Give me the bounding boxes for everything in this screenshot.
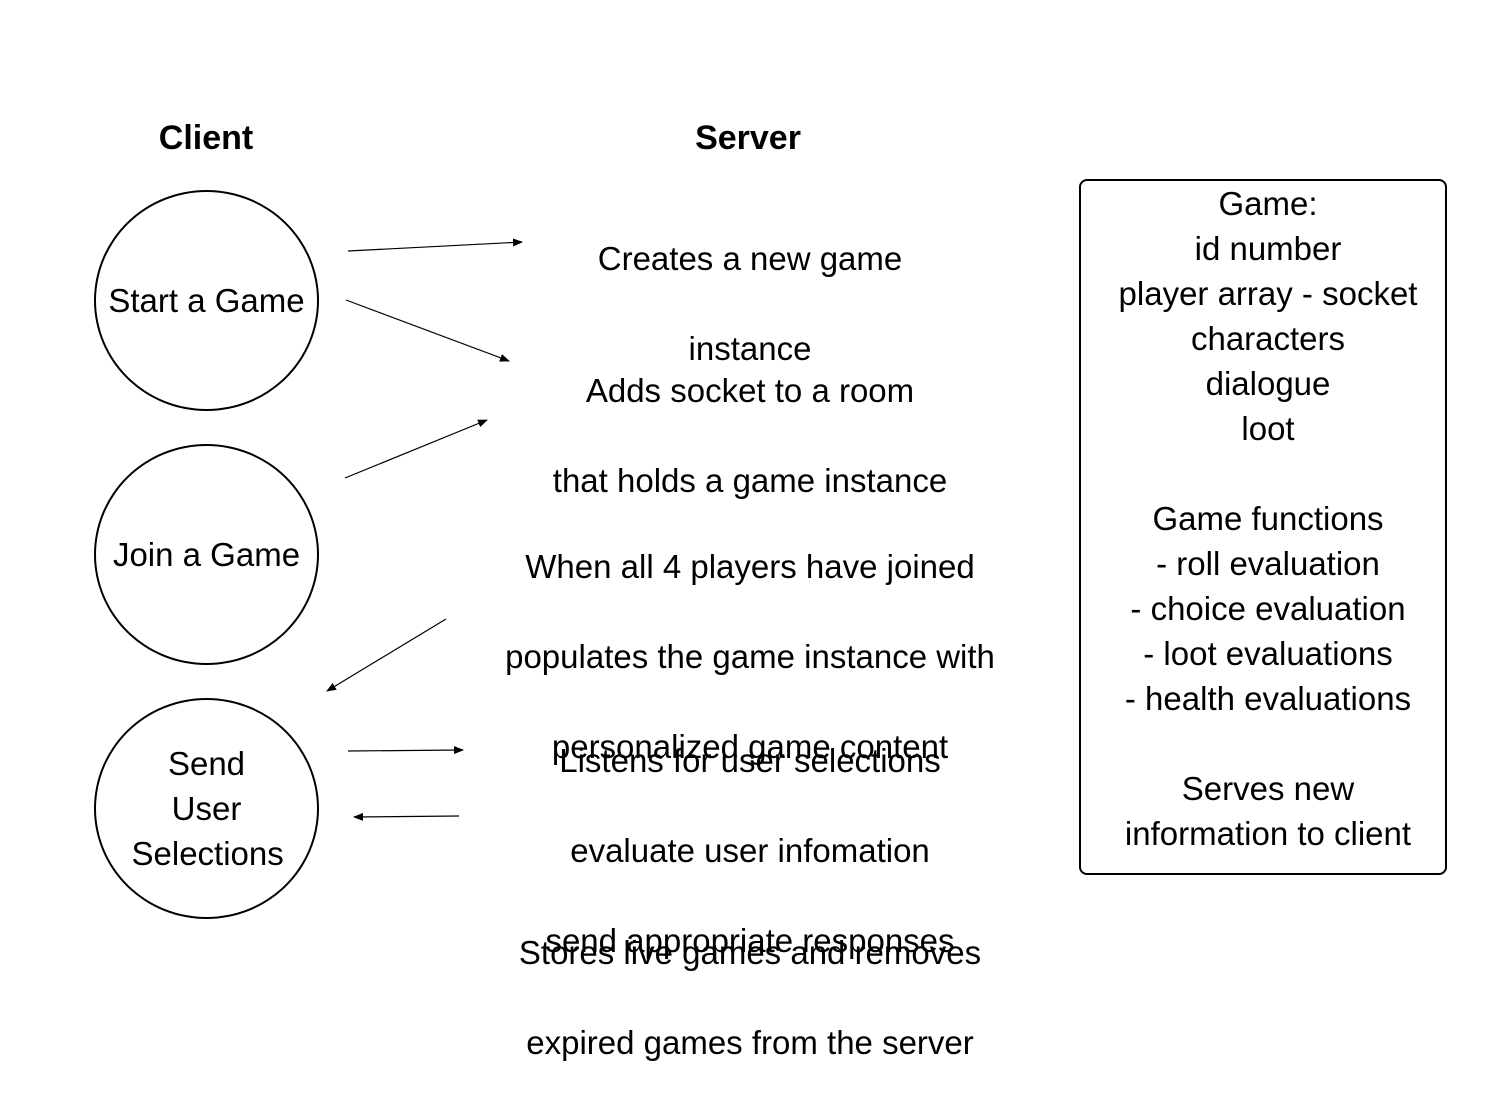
game-function-item: - health evaluations [1124, 680, 1412, 717]
game-function-item: - loot evaluations [1143, 635, 1393, 672]
server-step-line: When all 4 players have joined [525, 548, 975, 585]
server-step-populate-game: When all 4 players have joined populates… [450, 499, 1050, 814]
game-functions-title: Game functions [1152, 500, 1384, 537]
server-step-add-socket: Adds socket to a room that holds a game … [450, 323, 1050, 548]
start-game-node: Start a Game [94, 190, 319, 411]
arrow-send-to-listen [347, 746, 464, 755]
server-step-line: populates the game instance with [505, 638, 995, 675]
server-step-line: evaluate user infomation [570, 832, 930, 869]
server-step-line: Listens for user selections [559, 742, 941, 779]
server-step-line: send appropriate responses [545, 922, 955, 959]
game-property-item: characters [1190, 320, 1346, 357]
game-property-item: loot [1241, 410, 1295, 447]
server-step-line: Stores live games and removes [518, 934, 982, 971]
server-step-store-games: Stores live games and removes expired ga… [450, 885, 1050, 1110]
game-property-item: player array - socket [1118, 275, 1418, 312]
server-heading: Server [695, 119, 801, 157]
game-box-serves: Serves new information to client [1079, 766, 1457, 856]
arrow-populate-to-send [326, 618, 447, 692]
game-function-item: - roll evaluation [1156, 545, 1380, 582]
server-step-line: Creates a new game [597, 240, 903, 277]
server-step-listen-selections: Listens for user selections evaluate use… [450, 693, 1050, 1008]
arrow-listen-to-send [353, 812, 460, 821]
join-game-label: Join a Game [112, 536, 301, 573]
game-box-title: Game: [1218, 185, 1318, 222]
start-game-label: Start a Game [108, 282, 305, 319]
game-box-properties: Game: id number player array - socket ch… [1079, 181, 1457, 451]
game-function-item: - choice evaluation [1130, 590, 1406, 627]
client-heading: Client [158, 119, 254, 157]
game-property-item: dialogue [1205, 365, 1331, 402]
server-step-line: expired games from the server [526, 1024, 974, 1061]
server-step-line: instance [688, 330, 812, 367]
send-user-selections-node: Send User Selections [94, 698, 319, 919]
serves-line: information to client [1124, 815, 1412, 852]
serves-line: Serves new [1181, 770, 1355, 807]
join-game-node: Join a Game [94, 444, 319, 665]
game-object-box [1079, 179, 1447, 875]
server-step-line: personalized game content [551, 728, 949, 765]
server-step-line: Adds socket to a room [585, 372, 915, 409]
game-box-functions: Game functions - roll evaluation - choic… [1079, 496, 1457, 721]
send-user-selections-label: Send User Selections [131, 745, 284, 872]
server-step-create-game: Creates a new game instance [450, 191, 1050, 416]
game-property-item: id number [1194, 230, 1342, 267]
server-step-line: that holds a game instance [552, 462, 948, 499]
